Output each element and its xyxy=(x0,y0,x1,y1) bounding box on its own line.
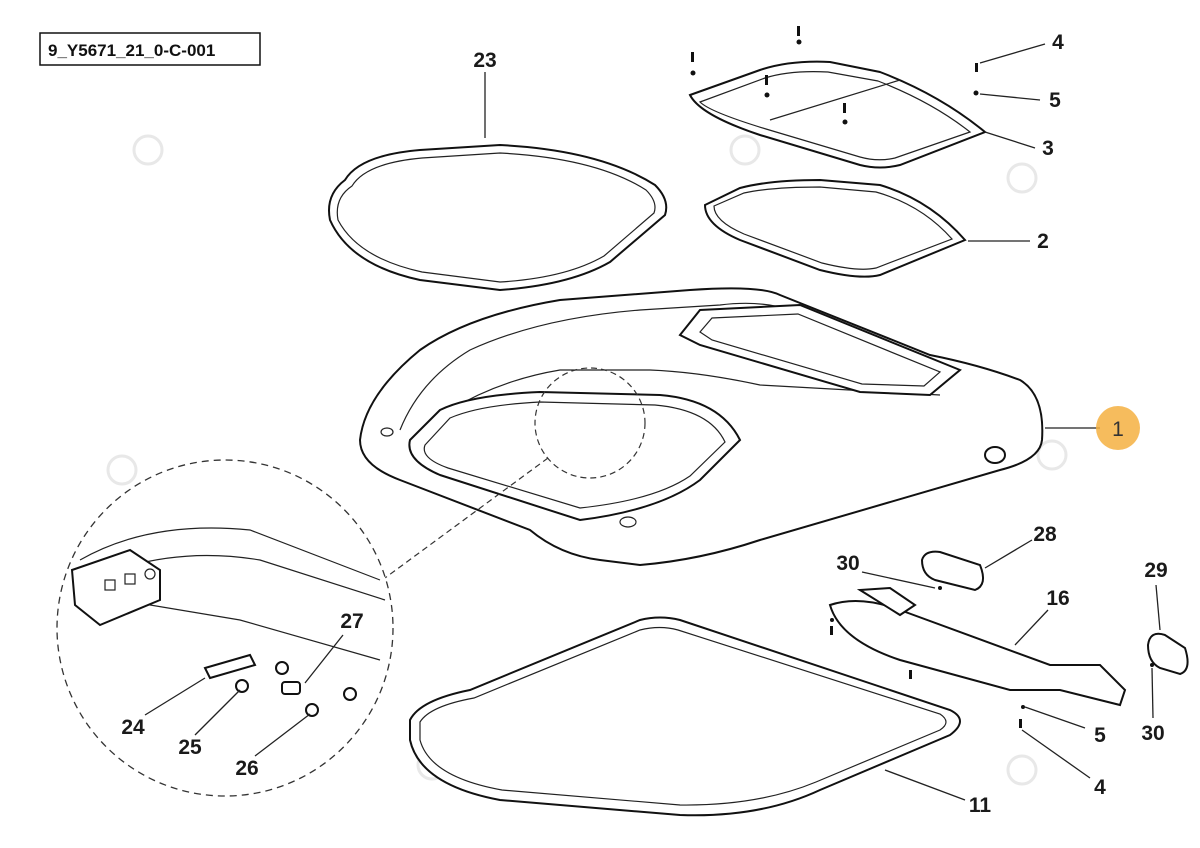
part-2-gasket xyxy=(703,178,967,278)
callout-1[interactable]: 1 xyxy=(1112,418,1124,441)
callout-5[interactable]: 5 xyxy=(1049,89,1061,112)
callout-29[interactable]: 29 xyxy=(1144,559,1167,582)
reference-code-box: 9_Y5671_21_0-C-001 xyxy=(39,32,261,66)
callout-24[interactable]: 24 xyxy=(121,716,145,739)
callout-4-lower[interactable]: 4 xyxy=(1094,776,1106,799)
part-1-roof-shell xyxy=(358,287,1044,567)
leader-lines xyxy=(144,43,1161,801)
detail-view xyxy=(56,459,394,797)
callout-26[interactable]: 26 xyxy=(235,757,258,780)
callout-4[interactable]: 4 xyxy=(1052,31,1064,54)
part-28-grille xyxy=(920,550,985,592)
callout-5-lower[interactable]: 5 xyxy=(1094,724,1106,747)
callout-2[interactable]: 2 xyxy=(1037,230,1049,253)
callout-11[interactable]: 11 xyxy=(969,794,992,817)
detail-marker xyxy=(534,367,646,479)
callout-16[interactable]: 16 xyxy=(1046,587,1069,610)
callout-3[interactable]: 3 xyxy=(1042,137,1054,160)
callout-1-highlight xyxy=(1096,406,1140,450)
detail-leader xyxy=(384,457,549,579)
callout-30-lower[interactable]: 30 xyxy=(1141,722,1164,745)
part-11-seal xyxy=(409,616,961,817)
part-16-duct xyxy=(828,586,1127,707)
callout-25[interactable]: 25 xyxy=(178,736,202,759)
part-29-grille xyxy=(1146,632,1189,676)
part-3-hatch-cover xyxy=(688,60,987,169)
callout-27[interactable]: 27 xyxy=(340,610,363,633)
screws xyxy=(690,26,1154,728)
callout-28[interactable]: 28 xyxy=(1033,523,1057,546)
callout-labels: 23 4 5 3 2 1 28 30 16 29 27 24 25 26 5 3… xyxy=(121,31,1167,817)
callout-30[interactable]: 30 xyxy=(836,552,859,575)
part-23-seal xyxy=(328,143,668,292)
callout-23[interactable]: 23 xyxy=(473,49,496,72)
reference-code: 9_Y5671_21_0-C-001 xyxy=(48,41,215,60)
